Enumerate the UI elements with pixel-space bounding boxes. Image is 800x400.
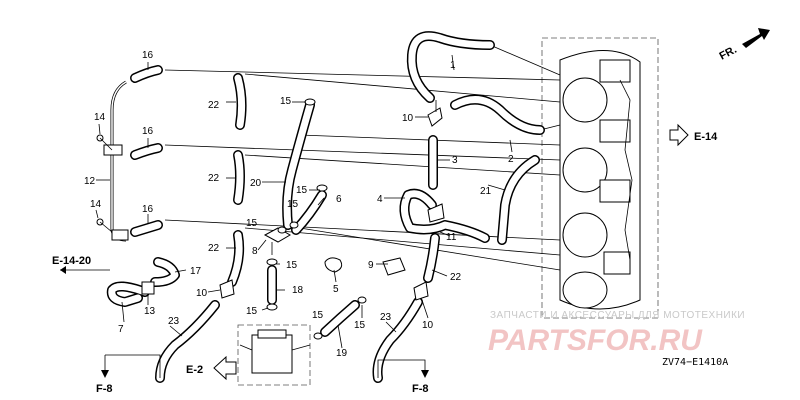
callout-6: 6 [336, 194, 342, 205]
watermark: ЗАПЧАСТИ И АКСЕССУАРЫ ДЛЯ МОТОТЕХНИКИ PA… [488, 310, 745, 357]
callout-1: 1 [450, 60, 456, 71]
fittings [141, 98, 445, 340]
callout-labels: 1 2 3 4 5 6 7 8 9 10 10 10 11 12 13 14 1… [84, 50, 514, 359]
reference-e2-label: E-2 [186, 364, 203, 376]
callout-15-a: 15 [280, 96, 292, 107]
callout-10-right: 10 [422, 320, 434, 331]
reference-e14-20-label: E-14-20 [52, 255, 91, 267]
callout-14-top: 14 [94, 112, 106, 123]
callout-22-c: 22 [208, 243, 220, 254]
callout-16-bottom: 16 [142, 204, 154, 215]
reference-f8-right: F-8 [377, 359, 429, 395]
watermark-tagline: ЗАПЧАСТИ И АКСЕССУАРЫ ДЛЯ МОТОТЕХНИКИ [490, 310, 745, 321]
callout-22-d: 22 [450, 272, 462, 283]
fuel-filter-box [237, 324, 311, 386]
callout-15-e: 15 [286, 260, 298, 271]
callout-20: 20 [250, 178, 262, 189]
engine-block [541, 37, 659, 319]
callout-8: 8 [252, 246, 258, 257]
callout-23-right: 23 [380, 312, 392, 323]
callout-21: 21 [480, 186, 492, 197]
callout-10-left: 10 [196, 288, 208, 299]
callout-16-mid: 16 [142, 126, 154, 137]
callout-4: 4 [377, 194, 383, 205]
callout-9: 9 [368, 260, 374, 271]
diagram-code: ZV74−E1410A [662, 357, 728, 368]
callout-5: 5 [333, 284, 339, 295]
watermark-logo: PARTSFOR.RU [488, 324, 703, 357]
callout-13: 13 [144, 306, 156, 317]
callout-12: 12 [84, 176, 96, 187]
callout-22-a: 22 [208, 100, 220, 111]
reference-e14: E-14 [669, 123, 718, 147]
reference-e2: E-2 [186, 355, 237, 381]
callout-11: 11 [446, 232, 457, 243]
callout-16-top: 16 [142, 50, 154, 61]
callout-15-c: 15 [287, 199, 299, 210]
callout-15-h: 15 [354, 320, 366, 331]
front-direction-label: FR. [718, 44, 739, 63]
callout-7: 7 [118, 324, 124, 335]
front-direction: FR. [718, 28, 770, 63]
callout-leaders [95, 54, 513, 349]
callout-19: 19 [336, 348, 348, 359]
reference-f8-left-label: F-8 [96, 383, 113, 395]
callout-23-left: 23 [168, 316, 180, 327]
callout-15-f: 15 [246, 306, 258, 317]
reference-e14-label: E-14 [694, 131, 718, 143]
fuel-rail-pipe [103, 80, 129, 242]
hoses [106, 31, 545, 383]
callout-15-b: 15 [296, 185, 308, 196]
callout-17: 17 [190, 266, 202, 277]
callout-18: 18 [292, 285, 304, 296]
callout-3: 3 [452, 155, 458, 166]
front-arrow-icon [742, 28, 770, 48]
callout-15-g: 15 [312, 310, 324, 321]
callout-15-d: 15 [246, 218, 258, 229]
reference-f8-left: F-8 [96, 354, 161, 395]
callout-14-bottom: 14 [90, 199, 102, 210]
reference-f8-right-label: F-8 [412, 383, 429, 395]
callout-10-top: 10 [402, 113, 414, 124]
reference-e14-20: E-14-20 [52, 255, 110, 274]
callout-22-b: 22 [208, 173, 220, 184]
bolts [96, 134, 113, 233]
callout-2: 2 [508, 154, 514, 165]
